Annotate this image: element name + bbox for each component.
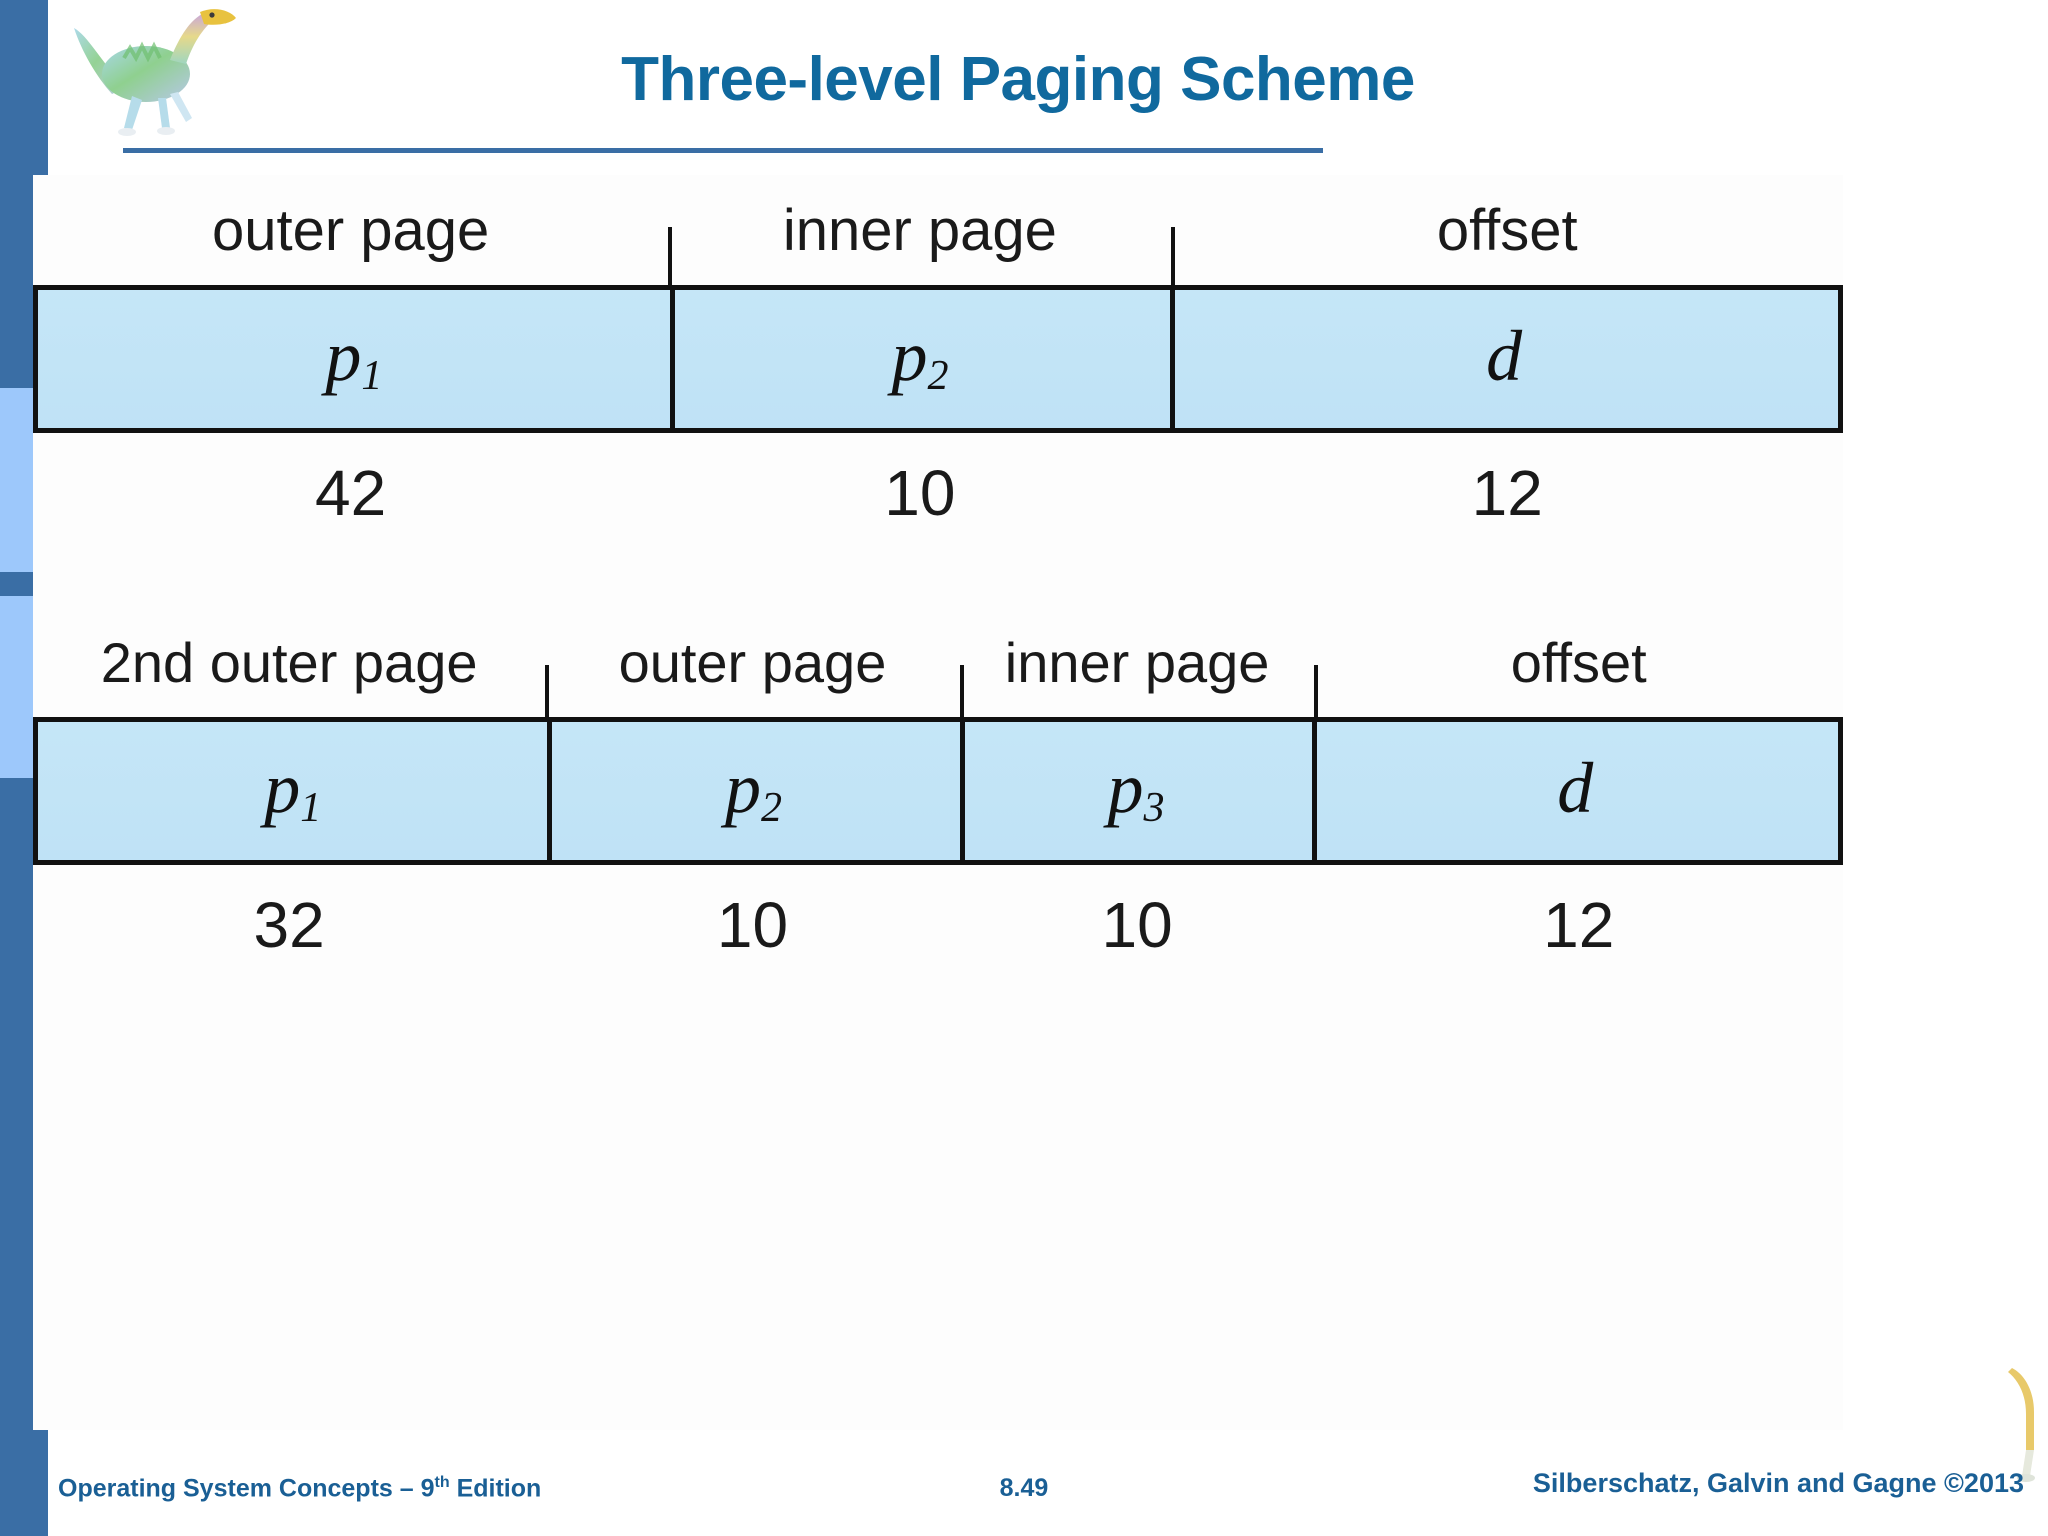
column-label: 2nd outer page: [100, 630, 478, 694]
three-level-address-diagram: 2nd outer page outer page inner page off…: [33, 607, 1843, 985]
cell-divider: [1312, 722, 1318, 860]
bit-count: 42: [315, 457, 387, 529]
address-field-cell: p3: [960, 722, 1313, 860]
page-title: Three-level Paging Scheme: [621, 45, 1415, 114]
column-divider-tick: [545, 665, 550, 717]
address-field-cell: p1: [38, 722, 547, 860]
address-field-cell: d: [1170, 290, 1838, 428]
bit-count: 12: [1543, 889, 1615, 961]
footer-edition-tail: Edition: [449, 1474, 542, 1503]
field-symbol: d: [1486, 316, 1523, 397]
column-label-row: 2nd outer page outer page inner page off…: [33, 607, 1843, 717]
bit-count-row: 32 10 10 12: [33, 865, 1843, 985]
cell-divider: [669, 290, 675, 428]
field-symbol: p1: [325, 316, 383, 400]
column-label: offset: [1436, 197, 1578, 263]
column-label: outer page: [618, 630, 887, 694]
column-label-row: outer page inner page offset: [33, 175, 1843, 285]
field-symbol: p3: [1107, 748, 1165, 832]
footer-edition-main: Operating System Concepts – 9: [58, 1474, 435, 1503]
column-divider-tick: [959, 665, 964, 717]
bit-count: 10: [1101, 889, 1173, 961]
bit-count: 32: [253, 889, 325, 961]
field-symbol: d: [1557, 748, 1594, 829]
bit-count: 10: [716, 889, 789, 961]
bit-count: 10: [884, 457, 956, 529]
column-label: outer page: [211, 197, 490, 263]
paging-scheme-diagram: outer page inner page offset p1 p2 d 42 …: [33, 175, 1843, 1430]
column-label: inner page: [782, 197, 1057, 263]
slide-footer: Operating System Concepts – 9th Edition …: [0, 1468, 2048, 1514]
cell-divider: [547, 722, 553, 860]
title-underline: [123, 148, 1323, 153]
slide-header: Three-level Paging Scheme: [48, 0, 2048, 175]
field-symbol: p1: [264, 748, 322, 832]
two-level-address-diagram: outer page inner page offset p1 p2 d 42 …: [33, 175, 1843, 553]
address-field-cell: p2: [547, 722, 959, 860]
column-divider-tick: [1314, 665, 1319, 717]
cell-divider: [959, 722, 965, 860]
footer-edition-text: Operating System Concepts – 9th Edition: [58, 1474, 541, 1503]
address-field-cell: d: [1312, 722, 1838, 860]
bit-count-row: 42 10 12: [33, 433, 1843, 553]
bit-count: 12: [1471, 457, 1543, 529]
address-field-cell: p2: [670, 290, 1170, 428]
cell-divider: [1170, 290, 1176, 428]
dinosaur-icon: [2008, 1364, 2048, 1484]
address-bar: p1 p2 d: [33, 285, 1843, 433]
footer-edition-ordinal: th: [434, 1474, 450, 1491]
field-symbol: p2: [724, 748, 782, 832]
slide-number: 8.49: [999, 1474, 1049, 1502]
field-symbol: p2: [891, 316, 949, 400]
footer-copyright: Silberschatz, Galvin and Gagne ©2013: [1532, 1468, 2024, 1498]
address-field-cell: p1: [38, 290, 670, 428]
dinosaur-icon: [66, 2, 246, 142]
column-label: offset: [1510, 630, 1647, 694]
column-divider-tick: [1171, 227, 1176, 285]
address-bar: p1 p2 p3 d: [33, 717, 1843, 865]
column-divider-tick: [668, 227, 673, 285]
column-label: inner page: [1004, 630, 1270, 694]
